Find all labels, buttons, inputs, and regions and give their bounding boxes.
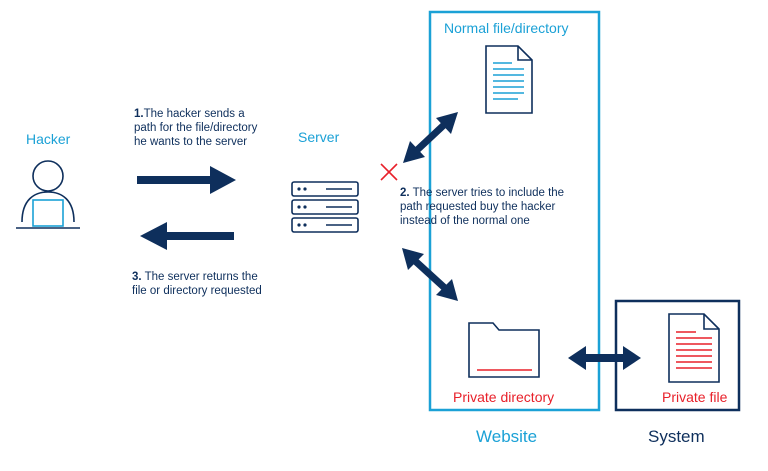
normal-file-label: Normal file/directory (444, 20, 569, 36)
request-arrow (137, 166, 236, 194)
private-directory-label: Private directory (453, 389, 555, 405)
step-2-number: 2. (400, 187, 410, 199)
system-label: System (648, 427, 705, 446)
step-2-description: The server tries to include the path req… (400, 187, 565, 227)
folder-icon (468, 322, 540, 378)
hacker-icon (16, 160, 80, 229)
server-label: Server (298, 129, 340, 145)
server-icon (291, 181, 359, 233)
blocked-cross-icon (380, 163, 398, 181)
website-label: Website (476, 427, 538, 446)
step-3-text: 3. The server returns the file or direct… (132, 270, 262, 298)
normal-file-arrow (403, 112, 458, 163)
step-2-text: 2. The server tries to include the path … (400, 186, 564, 228)
step-1-number: 1. (134, 108, 144, 120)
step-1-text: 1.The hacker sends a path for the file/d… (134, 107, 257, 149)
private-file-label: Private file (662, 389, 728, 405)
hacker-label: Hacker (26, 131, 71, 147)
response-arrow (140, 222, 234, 250)
website-box (428, 10, 601, 412)
step-3-description: The server returns the file or directory… (132, 271, 262, 297)
private-directory-arrow (402, 248, 458, 301)
private-file-icon (668, 313, 720, 383)
normal-file-icon (485, 45, 533, 114)
step-3-number: 3. (132, 271, 142, 283)
step-1-description: The hacker sends a path for the file/dir… (134, 108, 258, 148)
system-arrow (568, 346, 641, 370)
